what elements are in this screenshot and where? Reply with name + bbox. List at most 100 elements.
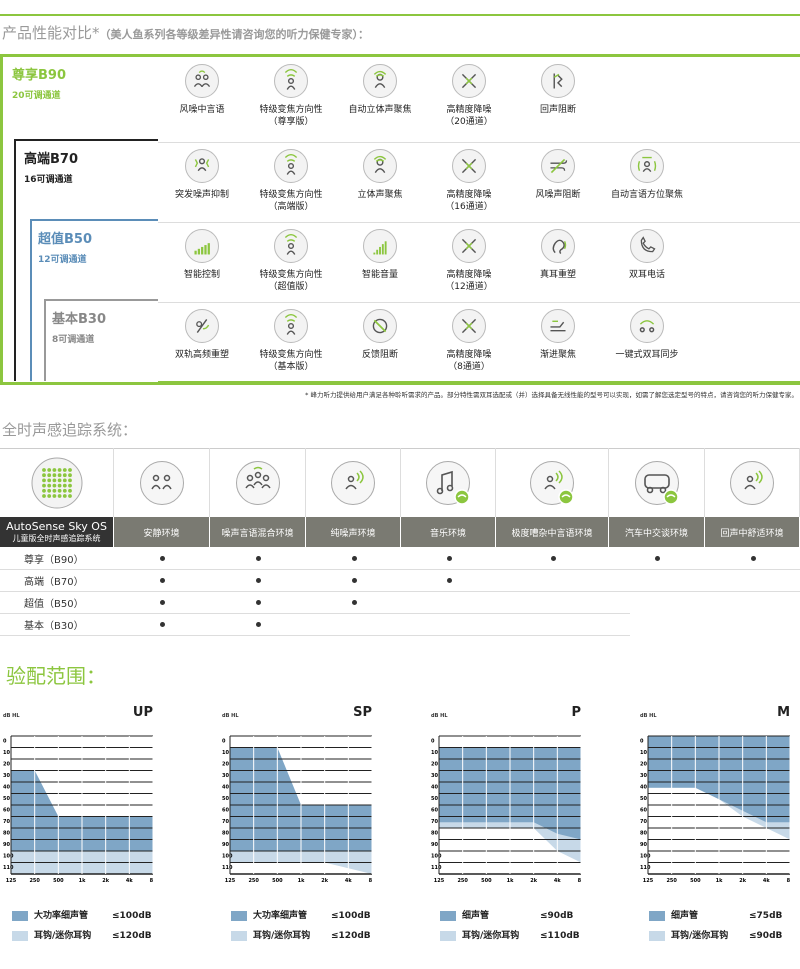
feature-item: 高精度降噪（16通道） bbox=[425, 149, 513, 213]
autosense-logo-icon bbox=[31, 457, 82, 508]
availability-dot bbox=[256, 578, 261, 583]
feature-label: 高精度降噪（12通道） bbox=[445, 270, 493, 292]
env-header: 音乐环境 bbox=[401, 517, 496, 547]
audiogram-title: M bbox=[777, 705, 790, 720]
legend-value: ≤100dB bbox=[112, 911, 152, 921]
legend-swatch bbox=[231, 930, 247, 941]
x-tick: 125 bbox=[434, 878, 445, 884]
car-icon bbox=[634, 460, 679, 505]
x-tick: 125 bbox=[643, 878, 654, 884]
feature-item: 特级变焦方向性（高端版） bbox=[247, 149, 335, 213]
y-tick: 20 bbox=[222, 762, 229, 768]
feature-item: 特级变焦方向性（基本版） bbox=[247, 309, 335, 373]
y-tick: 90 bbox=[431, 842, 438, 848]
y-tick: 30 bbox=[640, 773, 647, 779]
directional-icon bbox=[274, 149, 308, 183]
feature-item: 回声阻断 bbox=[514, 64, 602, 116]
phone-icon bbox=[630, 229, 664, 263]
feature-label: 回声阻断 bbox=[539, 105, 576, 115]
tier-name: 高端B70 bbox=[24, 152, 78, 167]
legend-item: 细声管≤90dB bbox=[440, 908, 573, 921]
stereo-focus-icon bbox=[363, 149, 397, 183]
y-tick: 60 bbox=[222, 808, 229, 814]
y-tick: 110 bbox=[640, 865, 651, 871]
feature-label: 突发噪声抑制 bbox=[174, 190, 229, 200]
env-header: 极度嘈杂中言语环境 bbox=[496, 517, 609, 547]
feature-label: 自动言语方位聚焦 bbox=[610, 190, 683, 200]
tier-row-label: 尊享（B90） bbox=[24, 555, 84, 566]
reverb-icon bbox=[730, 460, 774, 505]
sync-icon bbox=[630, 309, 664, 343]
availability-dot bbox=[160, 622, 165, 627]
feature-label: 智能控制 bbox=[183, 270, 220, 280]
loud-speech-icon bbox=[530, 460, 574, 505]
availability-dot bbox=[351, 556, 357, 561]
x-tick: 2k bbox=[739, 878, 746, 884]
y-tick: 20 bbox=[431, 762, 438, 768]
top-divider bbox=[0, 14, 800, 16]
audiogram-title: P bbox=[571, 705, 581, 720]
y-tick: 100 bbox=[431, 854, 442, 860]
music-icon bbox=[426, 460, 470, 505]
y-tick: 110 bbox=[431, 865, 442, 871]
section2-title: 全时声感追踪系统： bbox=[2, 421, 138, 439]
feature-item: 高精度降噪（20通道） bbox=[425, 64, 513, 128]
tier-name: 超值B50 bbox=[38, 232, 92, 247]
speech-locator-icon bbox=[630, 149, 664, 183]
x-tick: 8k bbox=[150, 878, 153, 884]
x-tick: 1k bbox=[716, 878, 723, 884]
feature-item: 真耳重塑 bbox=[514, 229, 602, 281]
legend-item: 大功率细声管≤100dB bbox=[231, 908, 371, 921]
x-tick: 8k bbox=[787, 878, 790, 884]
availability-dot bbox=[256, 622, 261, 627]
y-tick: 10 bbox=[431, 750, 438, 756]
legend-value: ≤75dB bbox=[749, 911, 783, 921]
x-tick: 2k bbox=[530, 878, 537, 884]
y-tick: 10 bbox=[222, 750, 229, 756]
y-tick: 30 bbox=[222, 773, 229, 779]
y-tick: 40 bbox=[640, 785, 647, 791]
x-tick: 4k bbox=[554, 878, 561, 884]
dual-path-icon bbox=[185, 309, 219, 343]
legend-item: 细声管≤75dB bbox=[649, 908, 782, 921]
directional-icon bbox=[274, 64, 308, 98]
tier-frame-b90 bbox=[0, 54, 800, 385]
y-tick: 90 bbox=[222, 842, 229, 848]
db-hl-label: dB HL bbox=[640, 713, 657, 719]
availability-dot bbox=[160, 556, 165, 561]
y-tick: 100 bbox=[3, 854, 14, 860]
env-icon-cell bbox=[496, 448, 609, 517]
y-tick: 100 bbox=[640, 854, 651, 860]
audiogram-title: SP bbox=[353, 705, 372, 720]
y-tick: 60 bbox=[431, 808, 438, 814]
section1-bottom-divider bbox=[158, 381, 800, 383]
feature-item: 反馈阻断 bbox=[336, 309, 424, 361]
x-tick: 250 bbox=[248, 878, 259, 884]
feature-item: 特级变焦方向性（尊享版） bbox=[247, 64, 335, 128]
section1-title: 产品性能对比*（美人鱼系列各等级差异性请咨询您的听力保健专家）： bbox=[2, 24, 370, 42]
y-tick: 50 bbox=[640, 796, 647, 802]
x-tick: 4k bbox=[345, 878, 352, 884]
dark-range-area bbox=[11, 770, 153, 851]
tier-feature-row: 风噪中言语特级变焦方向性（尊享版）自动立体声聚焦高精度降噪（20通道）回声阻断 bbox=[158, 58, 800, 132]
feature-label: 反馈阻断 bbox=[361, 350, 398, 360]
feature-label: 风噪中言语 bbox=[179, 105, 225, 115]
feature-label: 双轨高频重塑 bbox=[174, 350, 229, 360]
y-tick: 10 bbox=[3, 750, 10, 756]
env-icon-cell bbox=[609, 448, 705, 517]
x-tick: 8k bbox=[578, 878, 581, 884]
feedback-icon bbox=[363, 309, 397, 343]
y-tick: 100 bbox=[222, 854, 233, 860]
y-tick: 10 bbox=[640, 750, 647, 756]
feature-label: 高精度降噪（8通道） bbox=[446, 350, 492, 372]
env-header: 噪声言语混合环境 bbox=[210, 517, 306, 547]
x-tick: 500 bbox=[690, 878, 701, 884]
y-tick: 110 bbox=[222, 865, 233, 871]
tier-name: 尊享B90 bbox=[12, 68, 66, 83]
legend-value: ≤90dB bbox=[540, 911, 574, 921]
noise-reduction-icon bbox=[452, 309, 486, 343]
y-tick: 0 bbox=[222, 739, 226, 745]
os-logo-cell bbox=[0, 448, 114, 517]
